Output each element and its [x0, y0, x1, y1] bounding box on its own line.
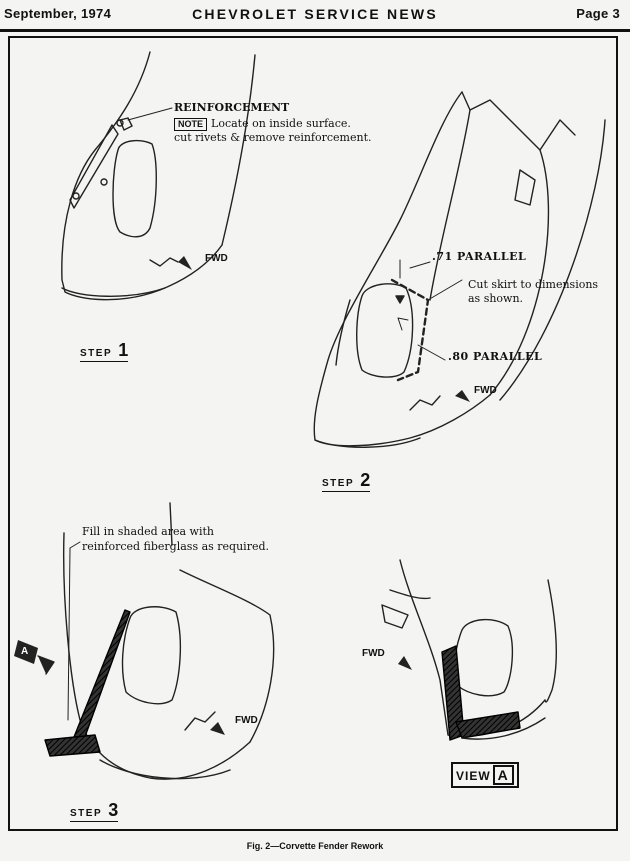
- view-a-fwd-label: FWD: [362, 648, 385, 659]
- step1-fwd-label: FWD: [205, 253, 228, 264]
- step3-text: STEP: [70, 808, 102, 819]
- view-a-drawing: [381, 559, 558, 741]
- step2-label: STEP 2: [322, 470, 371, 492]
- step3-fender-drawing: [44, 502, 275, 780]
- step3-fwd-label: FWD: [235, 715, 258, 726]
- dim-top-label: .71 PARALLEL: [432, 250, 527, 263]
- cut-skirt-line2: as shown.: [468, 292, 524, 305]
- step1-text: STEP: [80, 348, 112, 359]
- step1-number: 1: [118, 340, 129, 360]
- note-text-line2: cut rivets & remove reinforcement.: [174, 131, 372, 144]
- fill-shaded-line2: reinforced fiberglass as required.: [82, 540, 269, 553]
- note-tag: NOTE: [174, 118, 208, 131]
- view-a-letter: A: [492, 765, 514, 785]
- reinforcement-label: REINFORCEMENT: [174, 101, 290, 114]
- step2-fwd-arrow: [455, 390, 470, 402]
- view-a-marker-icon: [14, 640, 55, 675]
- step2-number: 2: [360, 470, 371, 490]
- dim-bottom-label: .80 PARALLEL: [448, 350, 543, 363]
- figure-caption: Fig. 2—Corvette Fender Rework: [246, 841, 384, 851]
- step2-fender-drawing: [313, 91, 606, 448]
- step3-label: STEP 3: [70, 800, 119, 822]
- header-title: CHEVROLET SERVICE NEWS: [192, 6, 438, 22]
- figure-frame: [8, 36, 618, 831]
- step1-label: STEP 1: [80, 340, 129, 362]
- header-rule: [0, 29, 630, 32]
- header-date: September, 1974: [4, 6, 112, 21]
- view-a-text: VIEW: [456, 769, 491, 783]
- cut-skirt-line1: Cut skirt to dimensions: [468, 278, 599, 291]
- header-page: Page 3: [576, 6, 620, 21]
- step2-fwd-label: FWD: [474, 385, 497, 396]
- step3-number: 3: [108, 800, 119, 820]
- note-text: Locate on inside surface.: [211, 117, 351, 130]
- step3-fwd-arrow: [210, 722, 225, 735]
- step1-fender-drawing: [61, 51, 256, 301]
- step1-fwd-arrow: [178, 256, 192, 270]
- view-a-marker-letter: A: [21, 646, 29, 657]
- step2-text: STEP: [322, 478, 354, 489]
- fill-shaded-line1: Fill in shaded area with: [82, 525, 214, 538]
- view-a-fwd-arrow: [398, 656, 412, 670]
